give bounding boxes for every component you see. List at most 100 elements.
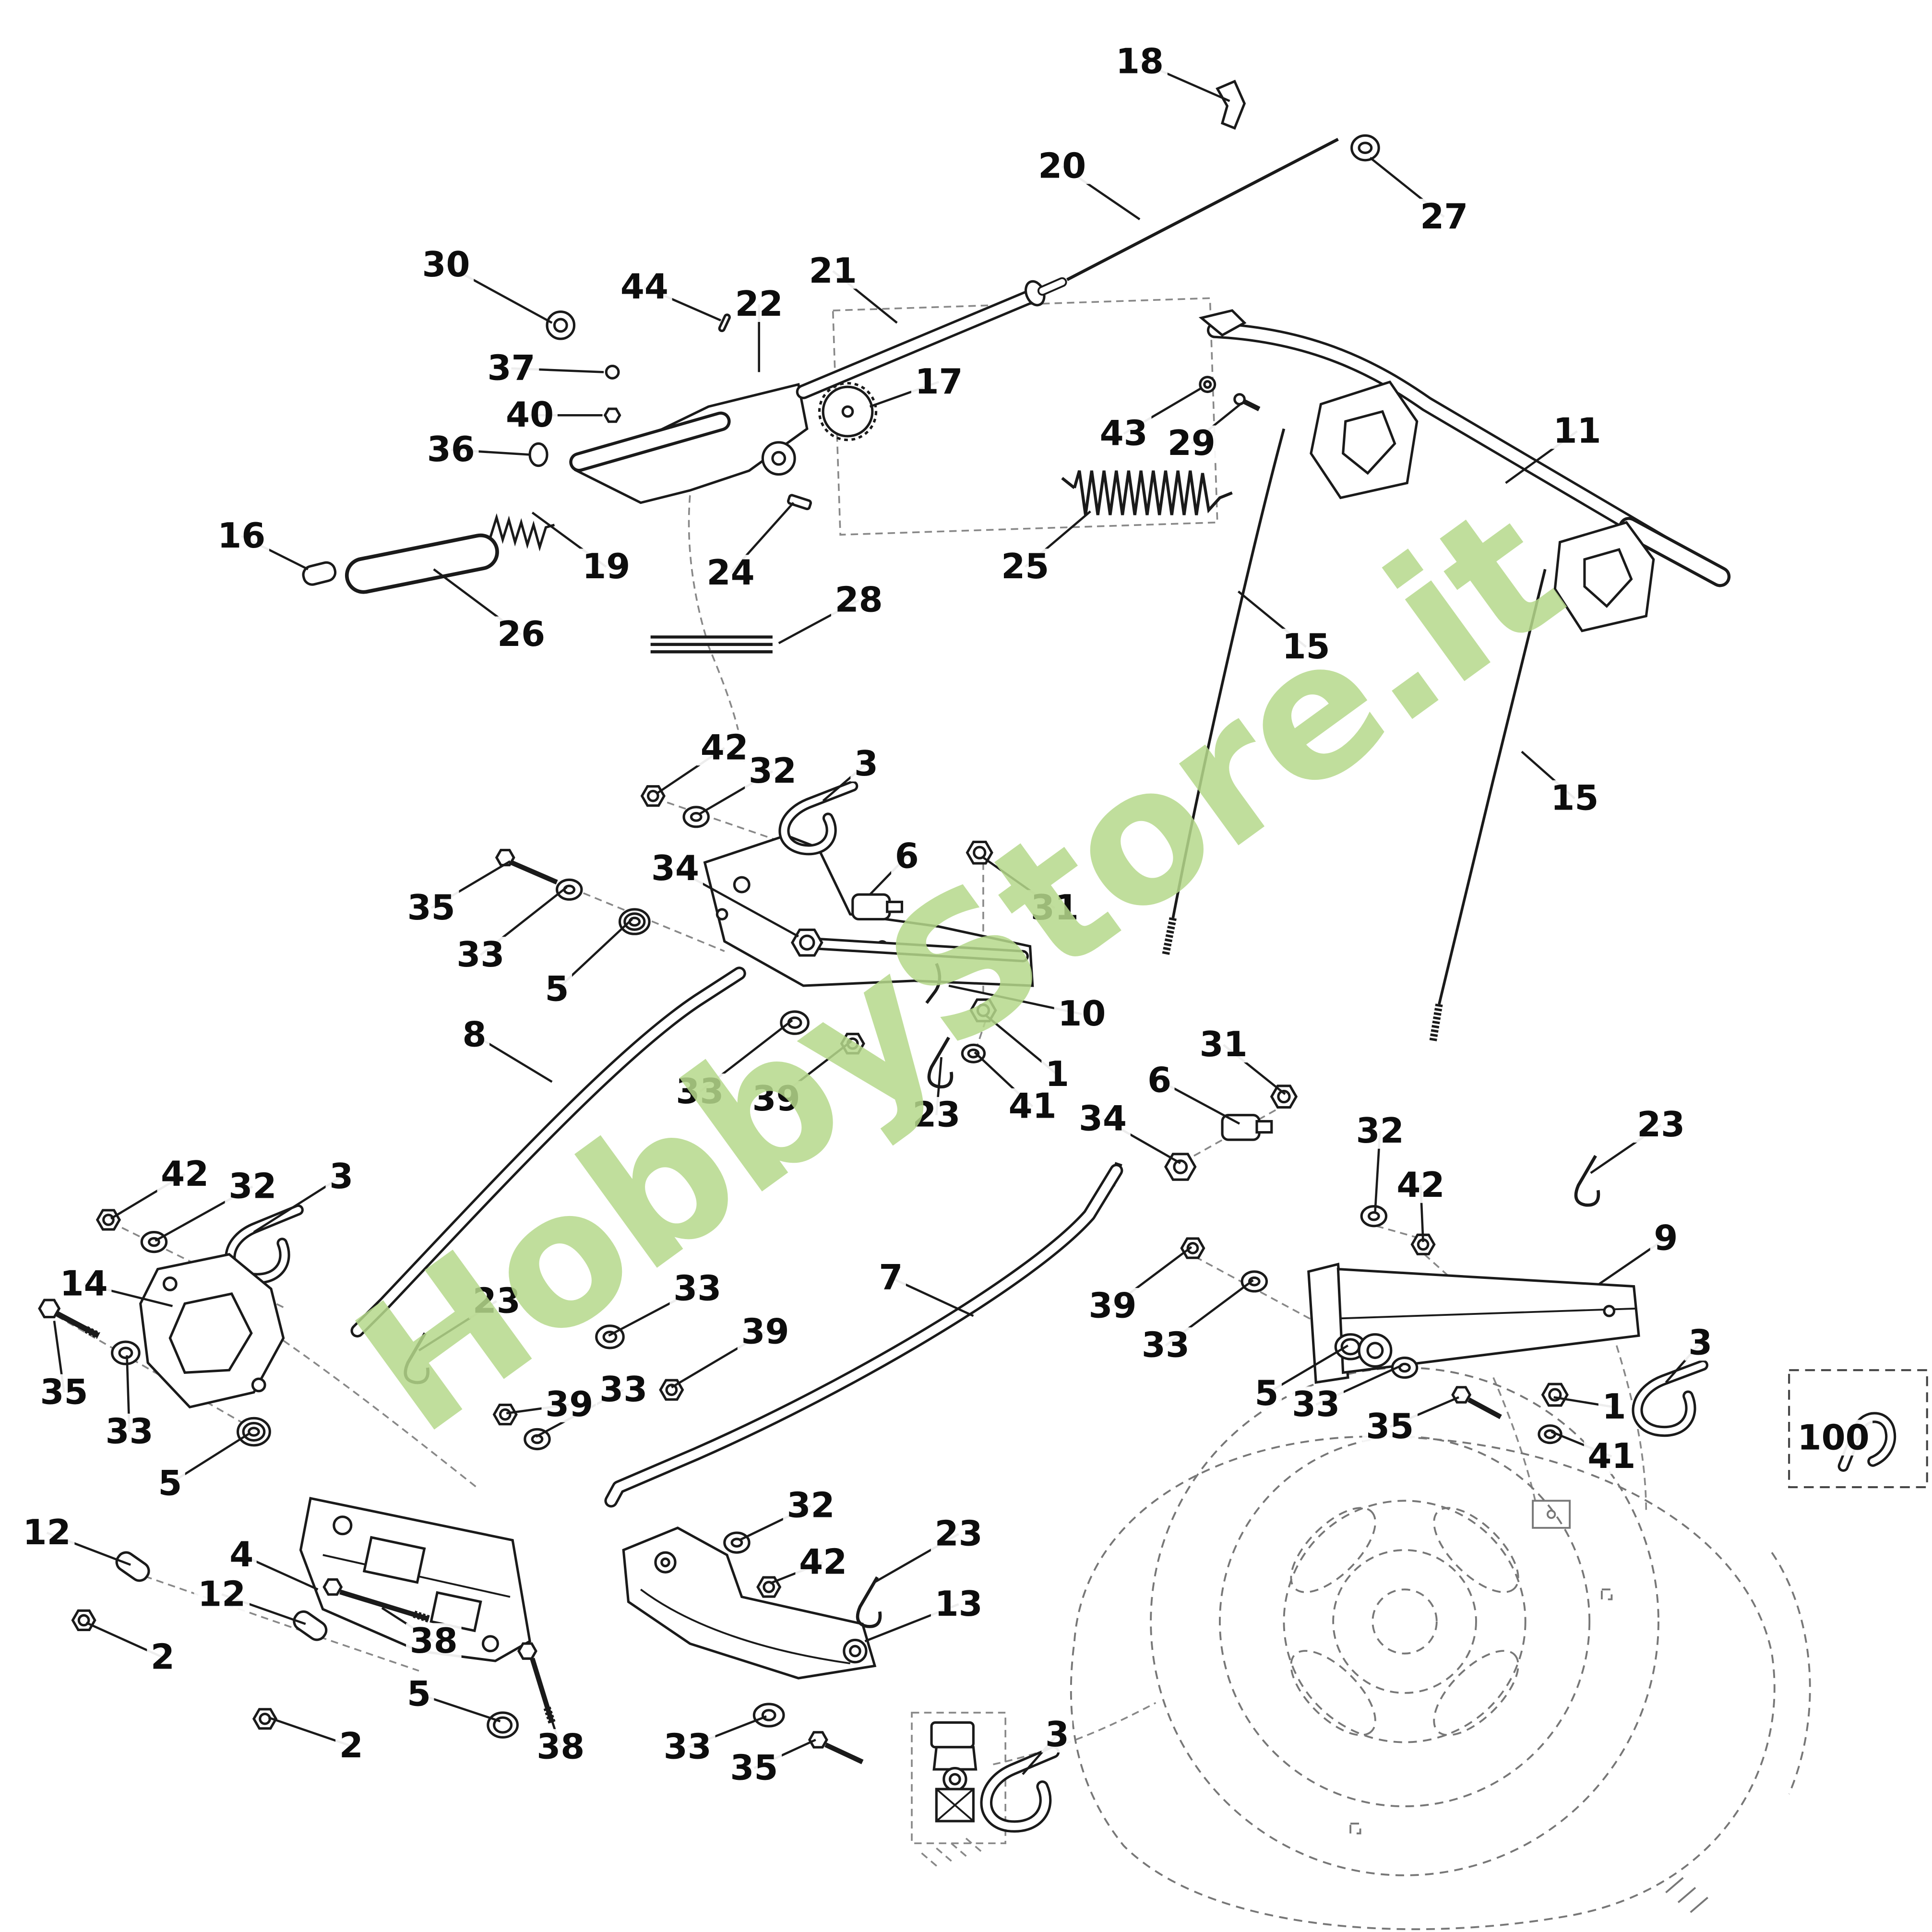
part-label-5: 5	[403, 1676, 435, 1712]
part-label-34: 34	[1075, 1100, 1131, 1137]
part-label-33: 33	[1138, 1327, 1193, 1364]
part-label-33: 33	[596, 1371, 651, 1408]
part-label-6: 6	[891, 838, 923, 874]
height-lever-assembly	[302, 80, 1380, 654]
mower-deck-ghost	[1070, 1367, 1811, 1931]
part-label-31: 31	[1195, 1026, 1252, 1063]
rod-20	[1066, 138, 1339, 281]
part-label-12: 12	[19, 1514, 75, 1551]
pin-10	[925, 963, 942, 1004]
nut-31	[1270, 1085, 1298, 1109]
part-label-24: 24	[703, 554, 759, 591]
part-label-3: 3	[1041, 1716, 1073, 1753]
nut-42	[95, 1209, 121, 1231]
bolt-38	[517, 1642, 537, 1660]
part-label-32: 32	[1352, 1112, 1408, 1149]
part-label-3: 3	[850, 745, 882, 782]
part-label-32: 32	[225, 1168, 281, 1205]
part-label-42: 42	[697, 729, 752, 766]
right-bracket-assembly	[1164, 1085, 1708, 1444]
spring-19	[489, 513, 555, 552]
part-label-4: 4	[226, 1537, 257, 1573]
part-label-30: 30	[418, 246, 474, 283]
cable-15-left	[1171, 428, 1286, 918]
pin-12	[293, 1610, 328, 1641]
clip-23	[404, 1332, 430, 1384]
part-label-37: 37	[483, 350, 539, 386]
part-label-33: 33	[659, 1729, 716, 1765]
part-label-35: 35	[726, 1750, 782, 1786]
bolt-24	[787, 494, 812, 511]
part-label-5: 5	[541, 971, 573, 1008]
part-label-2: 2	[147, 1639, 179, 1675]
part-label-100: 100	[1793, 1419, 1873, 1456]
nut-39	[492, 1404, 518, 1426]
bolt-35	[38, 1299, 61, 1319]
part-label-33: 33	[453, 936, 509, 973]
part-label-18: 18	[1112, 43, 1168, 80]
nut-34	[1164, 1153, 1197, 1181]
part-label-39: 39	[737, 1313, 793, 1350]
part-label-34: 34	[647, 850, 703, 887]
part-label-5: 5	[1251, 1375, 1283, 1412]
spring-25	[1061, 477, 1075, 489]
part-label-7: 7	[875, 1259, 907, 1296]
part-label-29: 29	[1164, 425, 1219, 462]
part-label-26: 26	[493, 616, 549, 653]
part-label-42: 42	[157, 1156, 213, 1193]
bottom-bracket-assembly	[622, 1526, 1060, 1869]
part-label-28: 28	[831, 582, 887, 618]
pin-44	[718, 313, 731, 333]
part-label-36: 36	[423, 431, 479, 468]
part-label-33: 33	[672, 1073, 728, 1110]
part-label-42: 42	[795, 1544, 851, 1580]
center-bracket-assembly	[350, 780, 1123, 1508]
clip-23	[1574, 1155, 1600, 1207]
pin-12	[115, 1551, 150, 1582]
nut-1	[969, 998, 997, 1023]
part-label-39: 39	[748, 1081, 804, 1117]
part-label-38: 38	[406, 1622, 462, 1659]
part-label-42: 42	[1393, 1167, 1449, 1204]
part-label-41: 41	[1584, 1438, 1640, 1475]
part-label-1: 1	[1041, 1056, 1073, 1093]
nut-34	[791, 928, 823, 957]
part-label-25: 25	[997, 548, 1053, 585]
part-label-5: 5	[154, 1465, 186, 1502]
part-label-14: 14	[56, 1265, 112, 1302]
part-label-17: 17	[911, 363, 967, 400]
handlebar-assembly	[1061, 309, 1731, 1042]
bracket-18	[1216, 80, 1246, 130]
part-label-44: 44	[617, 268, 672, 305]
part-label-43: 43	[1096, 415, 1152, 452]
part-label-33: 33	[101, 1413, 157, 1450]
part-label-38: 38	[533, 1729, 588, 1765]
nut-42	[1410, 1233, 1436, 1255]
part-label-35: 35	[36, 1374, 92, 1410]
nut-39	[1180, 1237, 1205, 1259]
part-label-33: 33	[1288, 1386, 1344, 1423]
part-label-13: 13	[930, 1586, 987, 1622]
part-label-23: 23	[469, 1283, 525, 1319]
bracket-13	[622, 1526, 877, 1680]
part-label-31: 31	[1027, 890, 1083, 926]
nut-39	[840, 1033, 865, 1055]
part-label-16: 16	[214, 517, 269, 554]
part-label-1: 1	[1598, 1388, 1630, 1425]
nut-1	[1541, 1383, 1569, 1407]
bolt-35	[808, 1731, 828, 1749]
inset-box	[1788, 1369, 1928, 1489]
part-label-22: 22	[731, 286, 787, 322]
part-label-15: 15	[1547, 780, 1603, 817]
part-label-21: 21	[805, 252, 861, 289]
part-label-19: 19	[578, 548, 634, 585]
part-label-2: 2	[335, 1728, 367, 1764]
part-label-9: 9	[1650, 1220, 1682, 1256]
part-label-40: 40	[502, 397, 558, 433]
part-label-23: 23	[930, 1515, 987, 1552]
nut-40	[603, 407, 621, 423]
part-label-35: 35	[403, 890, 459, 926]
